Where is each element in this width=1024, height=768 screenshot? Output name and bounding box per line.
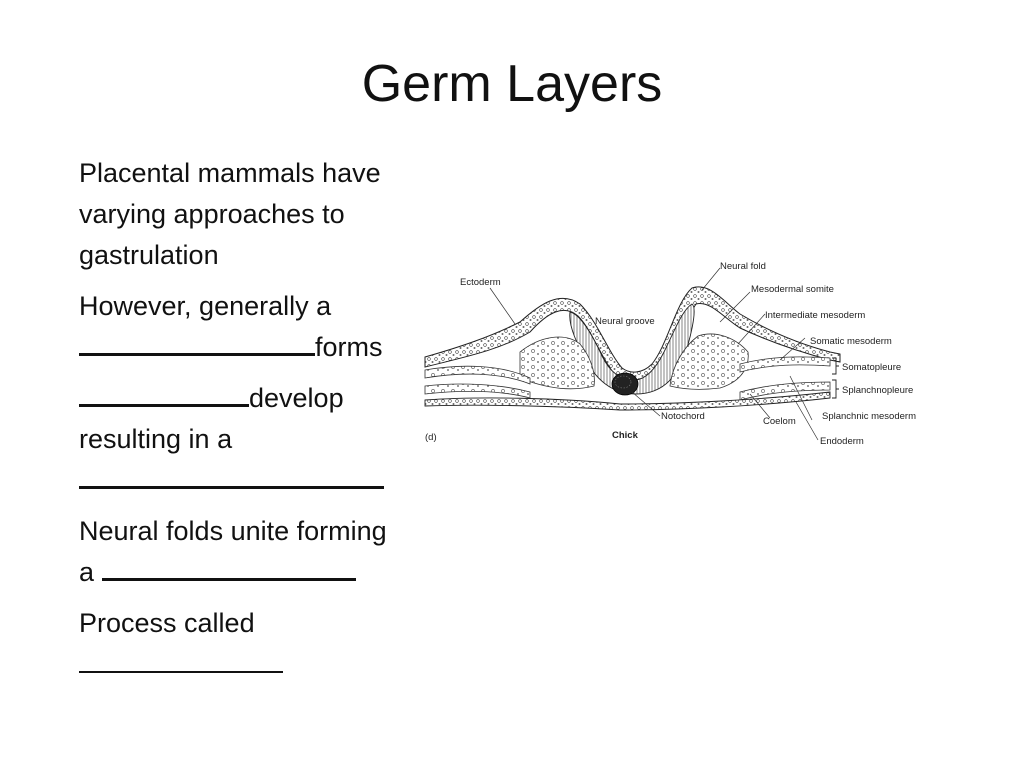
label-somatic-mesoderm: Somatic mesoderm <box>810 336 892 347</box>
label-splanchnopleure: Splanchnopleure <box>842 385 913 396</box>
label-coelom: Coelom <box>763 416 796 427</box>
text-line: develop <box>79 378 459 419</box>
fill-in-blank <box>79 378 249 407</box>
label-neural-fold: Neural fold <box>720 261 766 272</box>
figure-caption: Chick <box>612 430 639 441</box>
leader-lines <box>489 267 819 441</box>
neural-plate <box>569 303 695 395</box>
endoderm-layer <box>424 391 831 411</box>
text-line <box>79 460 459 501</box>
bullet-gastrulation: Placental mammals have varying approache… <box>79 153 459 276</box>
fill-in-blank <box>79 460 384 489</box>
label-splanchnic-mesoderm: Splanchnic mesoderm <box>822 411 916 422</box>
text-fragment: develop <box>249 383 344 413</box>
text-fragment: forms <box>315 332 383 362</box>
splanchnopleure-bracket <box>832 379 839 399</box>
somite-left <box>519 336 595 390</box>
label-endoderm: Endoderm <box>820 436 864 447</box>
somatopleure-bracket <box>832 357 839 375</box>
fill-in-blank <box>79 327 315 356</box>
text-line: gastrulation <box>79 240 219 270</box>
text-line: varying approaches to <box>79 199 345 229</box>
text-line: resulting in a <box>79 424 233 454</box>
text-line: However, generally a <box>79 291 332 321</box>
panel-letter: (d) <box>425 432 437 443</box>
fill-in-blank <box>79 645 283 673</box>
label-ectoderm: Ectoderm <box>460 277 501 288</box>
notochord <box>611 372 639 396</box>
fill-in-blank <box>101 552 356 581</box>
label-notochord: Notochord <box>661 411 705 422</box>
somite-right <box>669 333 749 390</box>
label-somatopleure: Somatopleure <box>842 362 901 373</box>
bullet-develop: develop resulting in a <box>79 378 459 501</box>
text-line: Placental mammals have <box>79 158 381 188</box>
slide-body: Placental mammals have varying approache… <box>79 153 459 695</box>
label-intermediate-mesoderm: Intermediate mesoderm <box>765 310 865 321</box>
bullet-process: Process called <box>79 603 459 685</box>
text-line <box>79 644 459 685</box>
chick-embryo-diagram: Ectoderm Neural fold Neural groove Mesod… <box>424 261 916 447</box>
somatic-mesoderm <box>424 356 831 385</box>
label-mesodermal-somite: Mesodermal somite <box>751 284 834 295</box>
bullet-forms: However, generally a forms <box>79 286 459 368</box>
text-line: Neural folds unite forming <box>79 516 387 546</box>
splanchnic-mesoderm <box>424 381 831 401</box>
text-line: Process called <box>79 608 255 638</box>
bullet-neural-folds: Neural folds unite forming a <box>79 511 459 593</box>
text-line: forms <box>79 327 459 368</box>
text-line: a <box>79 552 459 593</box>
label-neural-groove: Neural groove <box>595 316 655 327</box>
slide-title: Germ Layers <box>361 55 663 113</box>
text-fragment: a <box>79 557 95 587</box>
